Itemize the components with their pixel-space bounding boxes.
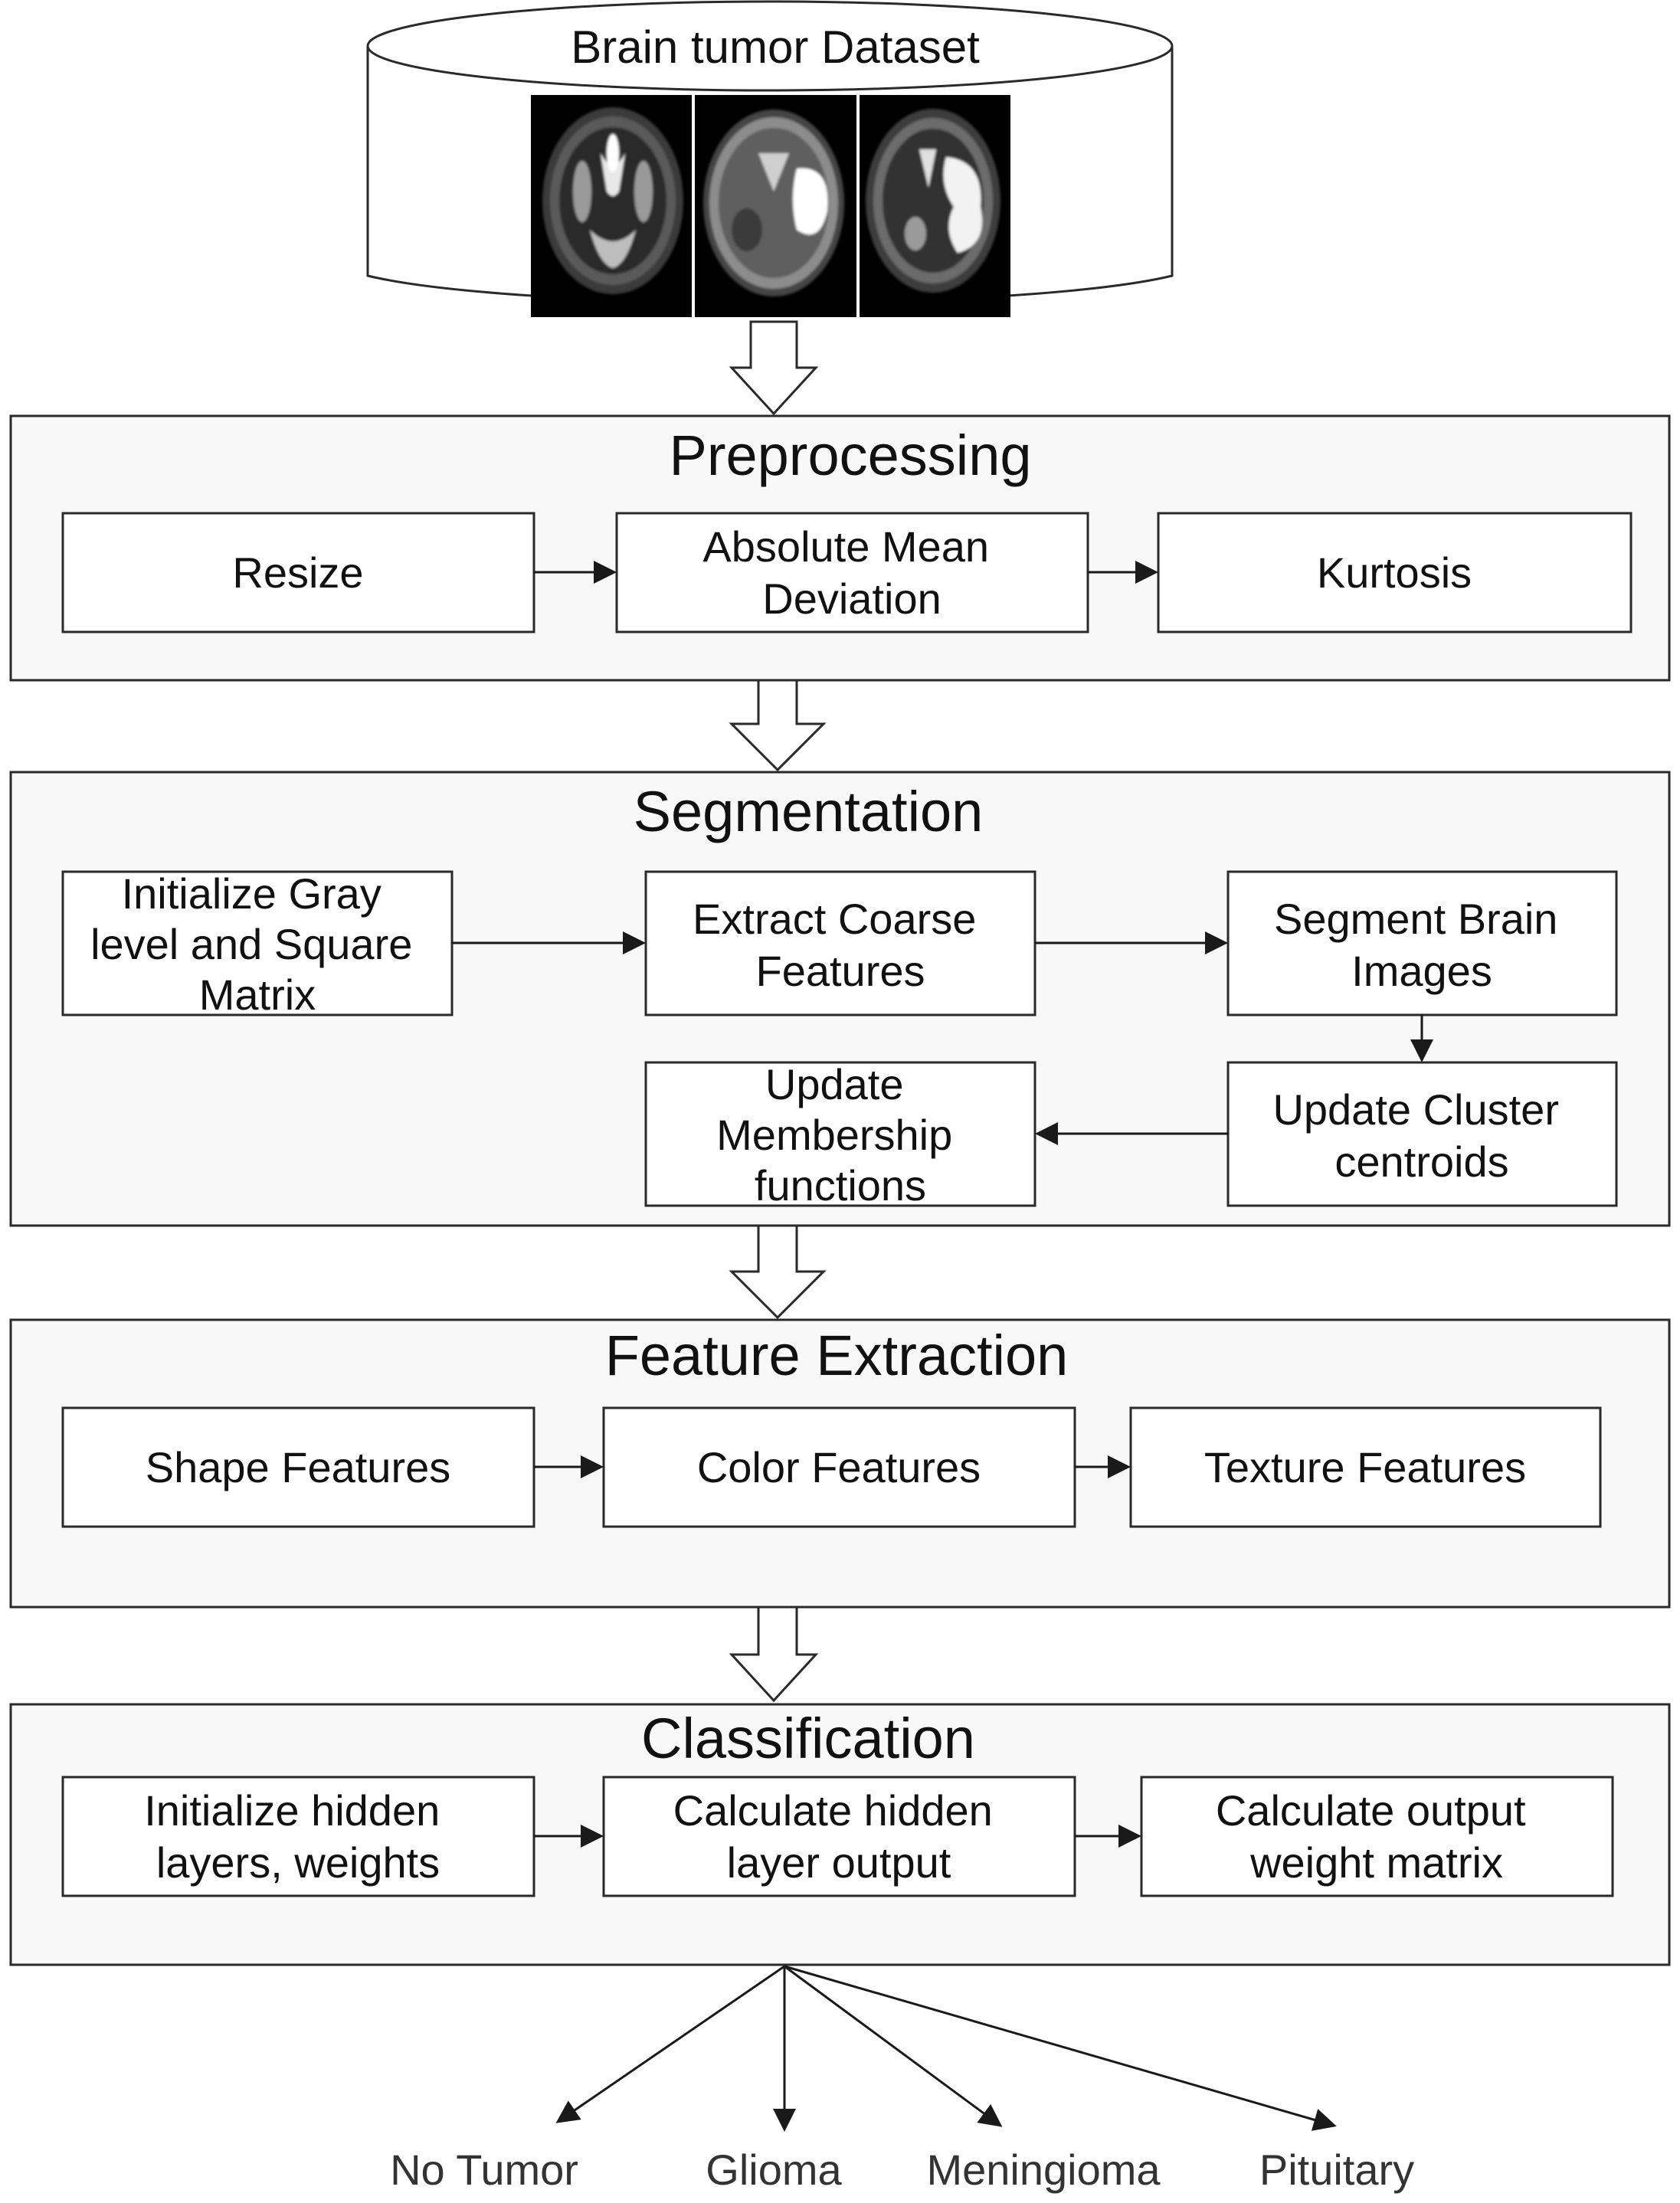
step-initialize-hidden-layers: Initialize hidden layers, weights (61, 1776, 535, 1897)
step-label: Color Features (697, 1443, 981, 1491)
stage-title: Segmentation (634, 780, 984, 843)
step-label: Extract Coarse Features (693, 895, 988, 995)
step-box (1129, 1406, 1602, 1528)
step-label: Kurtosis (1317, 548, 1472, 597)
step-label-line: Kurtosis (1317, 548, 1472, 597)
step-label: Absolute Mean Deviation (702, 522, 1000, 623)
step-label-line: layers, weights (156, 1838, 440, 1887)
step-label-line: Segment Brain (1274, 895, 1557, 943)
step-segment-brain-images: Segment Brain Images (1226, 870, 1618, 1016)
step-label-line: Membership (716, 1111, 952, 1159)
step-box (1226, 870, 1618, 1016)
step-box (61, 870, 454, 1016)
step-texture-features: Texture Features (1129, 1406, 1602, 1528)
step-label: Texture Features (1204, 1443, 1526, 1491)
step-label-line: functions (755, 1161, 926, 1210)
step-box (1157, 512, 1633, 633)
scan-divider (856, 95, 860, 317)
step-label-line: Update Cluster (1272, 1085, 1559, 1134)
output-arrow-icon (784, 1965, 1337, 2131)
step-label: Update Cluster centroids (1272, 1085, 1570, 1186)
step-label-line: Calculate hidden (673, 1786, 993, 1835)
step-label: Shape Features (146, 1443, 450, 1491)
step-label-line: Color Features (697, 1443, 981, 1491)
down-arrow-icon (729, 1224, 827, 1320)
output-label-meningioma: Meningioma (926, 2146, 1161, 2194)
step-label-line: level and Square (90, 920, 412, 968)
stage-title: Preprocessing (669, 424, 1031, 487)
step-label-line: Images (1351, 947, 1492, 995)
step-box (602, 1776, 1076, 1897)
scan-divider (692, 95, 695, 317)
dataset-title: Brain tumor Dataset (571, 21, 980, 73)
step-initialize-gray-level: Initialize Gray level and Square Matrix (61, 869, 454, 1019)
step-kurtosis: Kurtosis (1157, 512, 1633, 633)
step-box (1226, 1061, 1618, 1207)
output-arrow-icon (555, 1965, 785, 2123)
step-box (615, 512, 1089, 633)
mri-scan-tumor-b (866, 109, 1000, 293)
step-label: Initialize Gray level and Square Matrix (90, 869, 424, 1019)
step-label-line: Texture Features (1204, 1443, 1526, 1491)
step-label: Segment Brain Images (1274, 895, 1570, 995)
stage-connector-arrows (729, 320, 827, 1703)
step-label-line: Matrix (199, 971, 316, 1019)
step-calculate-hidden-layer-output: Calculate hidden layer output (602, 1776, 1076, 1897)
step-box (644, 1061, 1036, 1207)
step-label-line: Extract Coarse (693, 895, 976, 943)
classification-output-arrows (555, 1965, 1337, 2132)
step-label: Calculate output weight matrix (1216, 1786, 1538, 1887)
step-label: Initialize hidden layers, weights (144, 1786, 452, 1887)
step-label-line: Resize (232, 548, 363, 597)
down-arrow-icon (729, 320, 819, 416)
step-extract-coarse-features: Extract Coarse Features (644, 870, 1036, 1016)
step-calculate-output-weight-matrix: Calculate output weight matrix (1140, 1776, 1614, 1897)
step-label: Calculate hidden layer output (673, 1786, 1005, 1887)
stage-title: Classification (641, 1707, 975, 1770)
database-top (366, 0, 1174, 92)
mri-scan-tumor-a (703, 110, 844, 296)
mri-scan-normal (542, 107, 683, 294)
step-box (644, 870, 1036, 1016)
step-resize: Resize (61, 512, 535, 633)
step-box (1140, 1776, 1614, 1897)
output-label-glioma: Glioma (706, 2146, 842, 2194)
step-label-line: Absolute Mean (702, 522, 989, 571)
output-label-pituitary: Pituitary (1259, 2146, 1414, 2194)
down-arrow-icon (729, 1606, 819, 1703)
output-arrow-icon (784, 1965, 1003, 2127)
step-label-line: Features (756, 947, 925, 995)
step-label-line: Initialize Gray (122, 869, 382, 918)
down-arrow-icon (729, 679, 827, 772)
step-box (602, 1406, 1076, 1528)
step-update-cluster-centroids: Update Cluster centroids (1226, 1061, 1618, 1207)
step-color-features: Color Features (602, 1406, 1076, 1528)
step-label-line: centroids (1335, 1138, 1508, 1186)
step-box (61, 1406, 535, 1528)
step-label-line: Calculate output (1216, 1786, 1526, 1835)
classification-outputs: No Tumor Glioma Meningioma Pituitary (390, 2146, 1414, 2194)
step-box (61, 1776, 535, 1897)
step-label-line: Shape Features (146, 1443, 450, 1491)
step-label-line: layer output (727, 1838, 951, 1887)
step-flow-arrows (452, 561, 1433, 1848)
step-box (61, 512, 535, 633)
step-label: Update Membership functions (716, 1060, 964, 1210)
step-shape-features: Shape Features (61, 1406, 535, 1528)
step-update-membership-functions: Update Membership functions (644, 1060, 1036, 1210)
stage-title: Feature Extraction (605, 1324, 1069, 1387)
step-label-line: Update (765, 1060, 904, 1108)
step-label-line: Deviation (762, 574, 941, 623)
mri-scan-images (531, 95, 1010, 317)
output-label-no-tumor: No Tumor (390, 2146, 578, 2194)
dataset-database: Brain tumor Dataset (366, 0, 1174, 317)
step-absolute-mean-deviation: Absolute Mean Deviation (615, 512, 1089, 633)
step-label-line: Initialize hidden (144, 1786, 440, 1835)
step-label: Resize (232, 548, 363, 597)
step-label-line: weight matrix (1249, 1838, 1503, 1887)
